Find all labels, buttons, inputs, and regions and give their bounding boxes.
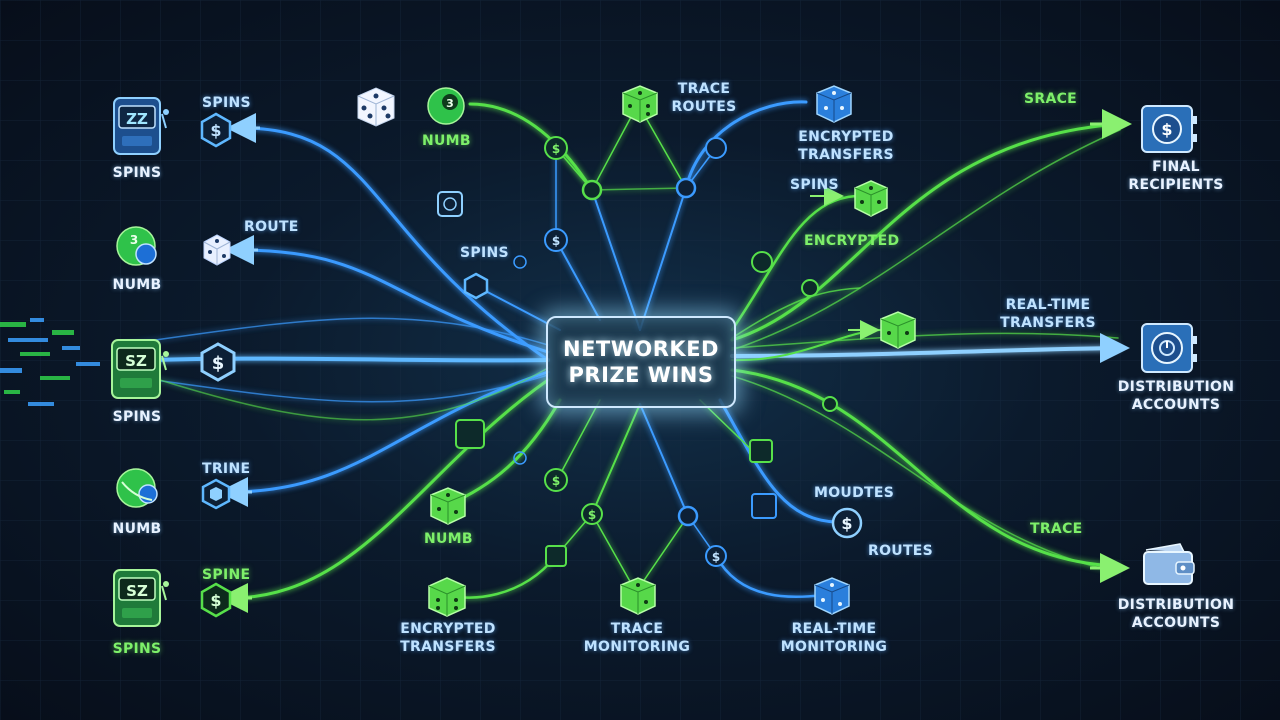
flow-label-numb-top: NUMB <box>422 133 471 149</box>
svg-text:$: $ <box>210 591 221 610</box>
die-icon <box>814 577 850 615</box>
flow-label-trace-routes: TRACE ROUTES <box>671 81 737 115</box>
svg-text:$: $ <box>210 121 221 140</box>
data-stream-bars <box>0 318 100 406</box>
flow-label-trace-right: TRACE <box>1030 521 1083 537</box>
hub-title-line1: NETWORKED <box>563 337 719 361</box>
die-icon <box>854 180 888 217</box>
source-label-3: NUMB <box>112 521 162 537</box>
source-label-2: SPINS <box>112 409 162 425</box>
svg-text:$: $ <box>552 234 560 248</box>
flow-label-spine: SPINE <box>202 567 251 583</box>
die-icon <box>203 234 231 266</box>
hub-title-line2: PRIZE WINS <box>568 363 714 387</box>
die-icon <box>357 87 395 127</box>
hex-node-icon <box>201 478 231 510</box>
dollar-hex-icon: $ <box>200 342 236 382</box>
flow-label-moudtes: MOUDTES <box>814 485 895 501</box>
lottery-ball-icon: 3 <box>116 226 157 266</box>
flow-label-srace: SRACE <box>1024 91 1078 107</box>
svg-text:$: $ <box>588 508 596 522</box>
svg-text:SZ: SZ <box>125 352 147 370</box>
svg-text:SZ: SZ <box>126 582 148 600</box>
flow-label-spins-top: SPINS <box>202 95 251 111</box>
dollar-hex-icon: $ <box>200 582 232 618</box>
vault-icon <box>1141 323 1197 373</box>
die-icon <box>622 85 658 123</box>
flow-label-encrypted-transfers-bottom: ENCRYPTED TRANSFERS <box>400 621 496 655</box>
wallet-icon <box>1143 543 1195 585</box>
flow-label-trine: TRINE <box>202 461 251 477</box>
source-label-4: SPINS <box>112 641 162 657</box>
lottery-ball-icon <box>116 468 158 508</box>
flow-label-route: ROUTE <box>244 219 299 235</box>
flow-label-numb-bottom: NUMB <box>424 531 473 547</box>
die-icon <box>428 577 466 617</box>
network-nodes: $ $ $ $ $ <box>437 136 838 567</box>
lottery-ball-icon: 3 <box>427 87 465 125</box>
svg-text:$: $ <box>841 514 852 533</box>
destination-label-0: FINAL RECIPIENTS <box>1128 159 1224 193</box>
flow-label-trace-monitoring: TRACE MONITORING <box>583 621 691 655</box>
svg-text:3: 3 <box>130 233 138 247</box>
safe-dollar-icon: $ <box>1141 105 1197 153</box>
flow-label-realtime-transfers: REAL-TIME TRANSFERS <box>1000 297 1096 331</box>
svg-text:$: $ <box>552 474 560 488</box>
flow-label-routes: ROUTES <box>868 543 934 559</box>
flow-label-encrypted: ENCRYPTED <box>804 233 900 249</box>
source-label-0: SPINS <box>112 165 162 181</box>
slot-machine-icon: SZ <box>111 339 169 399</box>
flow-label-spins-mid: SPINS <box>460 245 509 261</box>
die-icon <box>880 311 916 349</box>
svg-text:ZZ: ZZ <box>126 110 148 128</box>
svg-text:$: $ <box>1161 120 1172 139</box>
svg-text:$: $ <box>712 550 720 564</box>
die-icon <box>620 577 656 615</box>
slot-machine-icon: SZ <box>113 569 169 627</box>
svg-text:$: $ <box>552 142 560 156</box>
flow-label-spins-right: SPINS <box>790 177 839 193</box>
die-icon <box>816 85 852 123</box>
svg-text:$: $ <box>212 353 225 374</box>
slot-machine-icon: ZZ <box>113 97 169 155</box>
svg-text:3: 3 <box>446 97 454 110</box>
source-label-1: NUMB <box>112 277 162 293</box>
flow-label-encrypted-transfers-top: ENCRYPTED TRANSFERS <box>798 129 894 163</box>
die-icon <box>430 487 466 525</box>
center-hub: NETWORKED PRIZE WINS <box>546 316 736 408</box>
destination-label-2: DISTRIBUTION ACCOUNTS <box>1117 597 1235 631</box>
dollar-coin-icon: $ <box>831 507 863 539</box>
destination-label-1: DISTRIBUTION ACCOUNTS <box>1117 379 1235 413</box>
flow-label-realtime-monitoring: REAL-TIME MONITORING <box>780 621 888 655</box>
dollar-hex-icon: $ <box>200 112 232 148</box>
